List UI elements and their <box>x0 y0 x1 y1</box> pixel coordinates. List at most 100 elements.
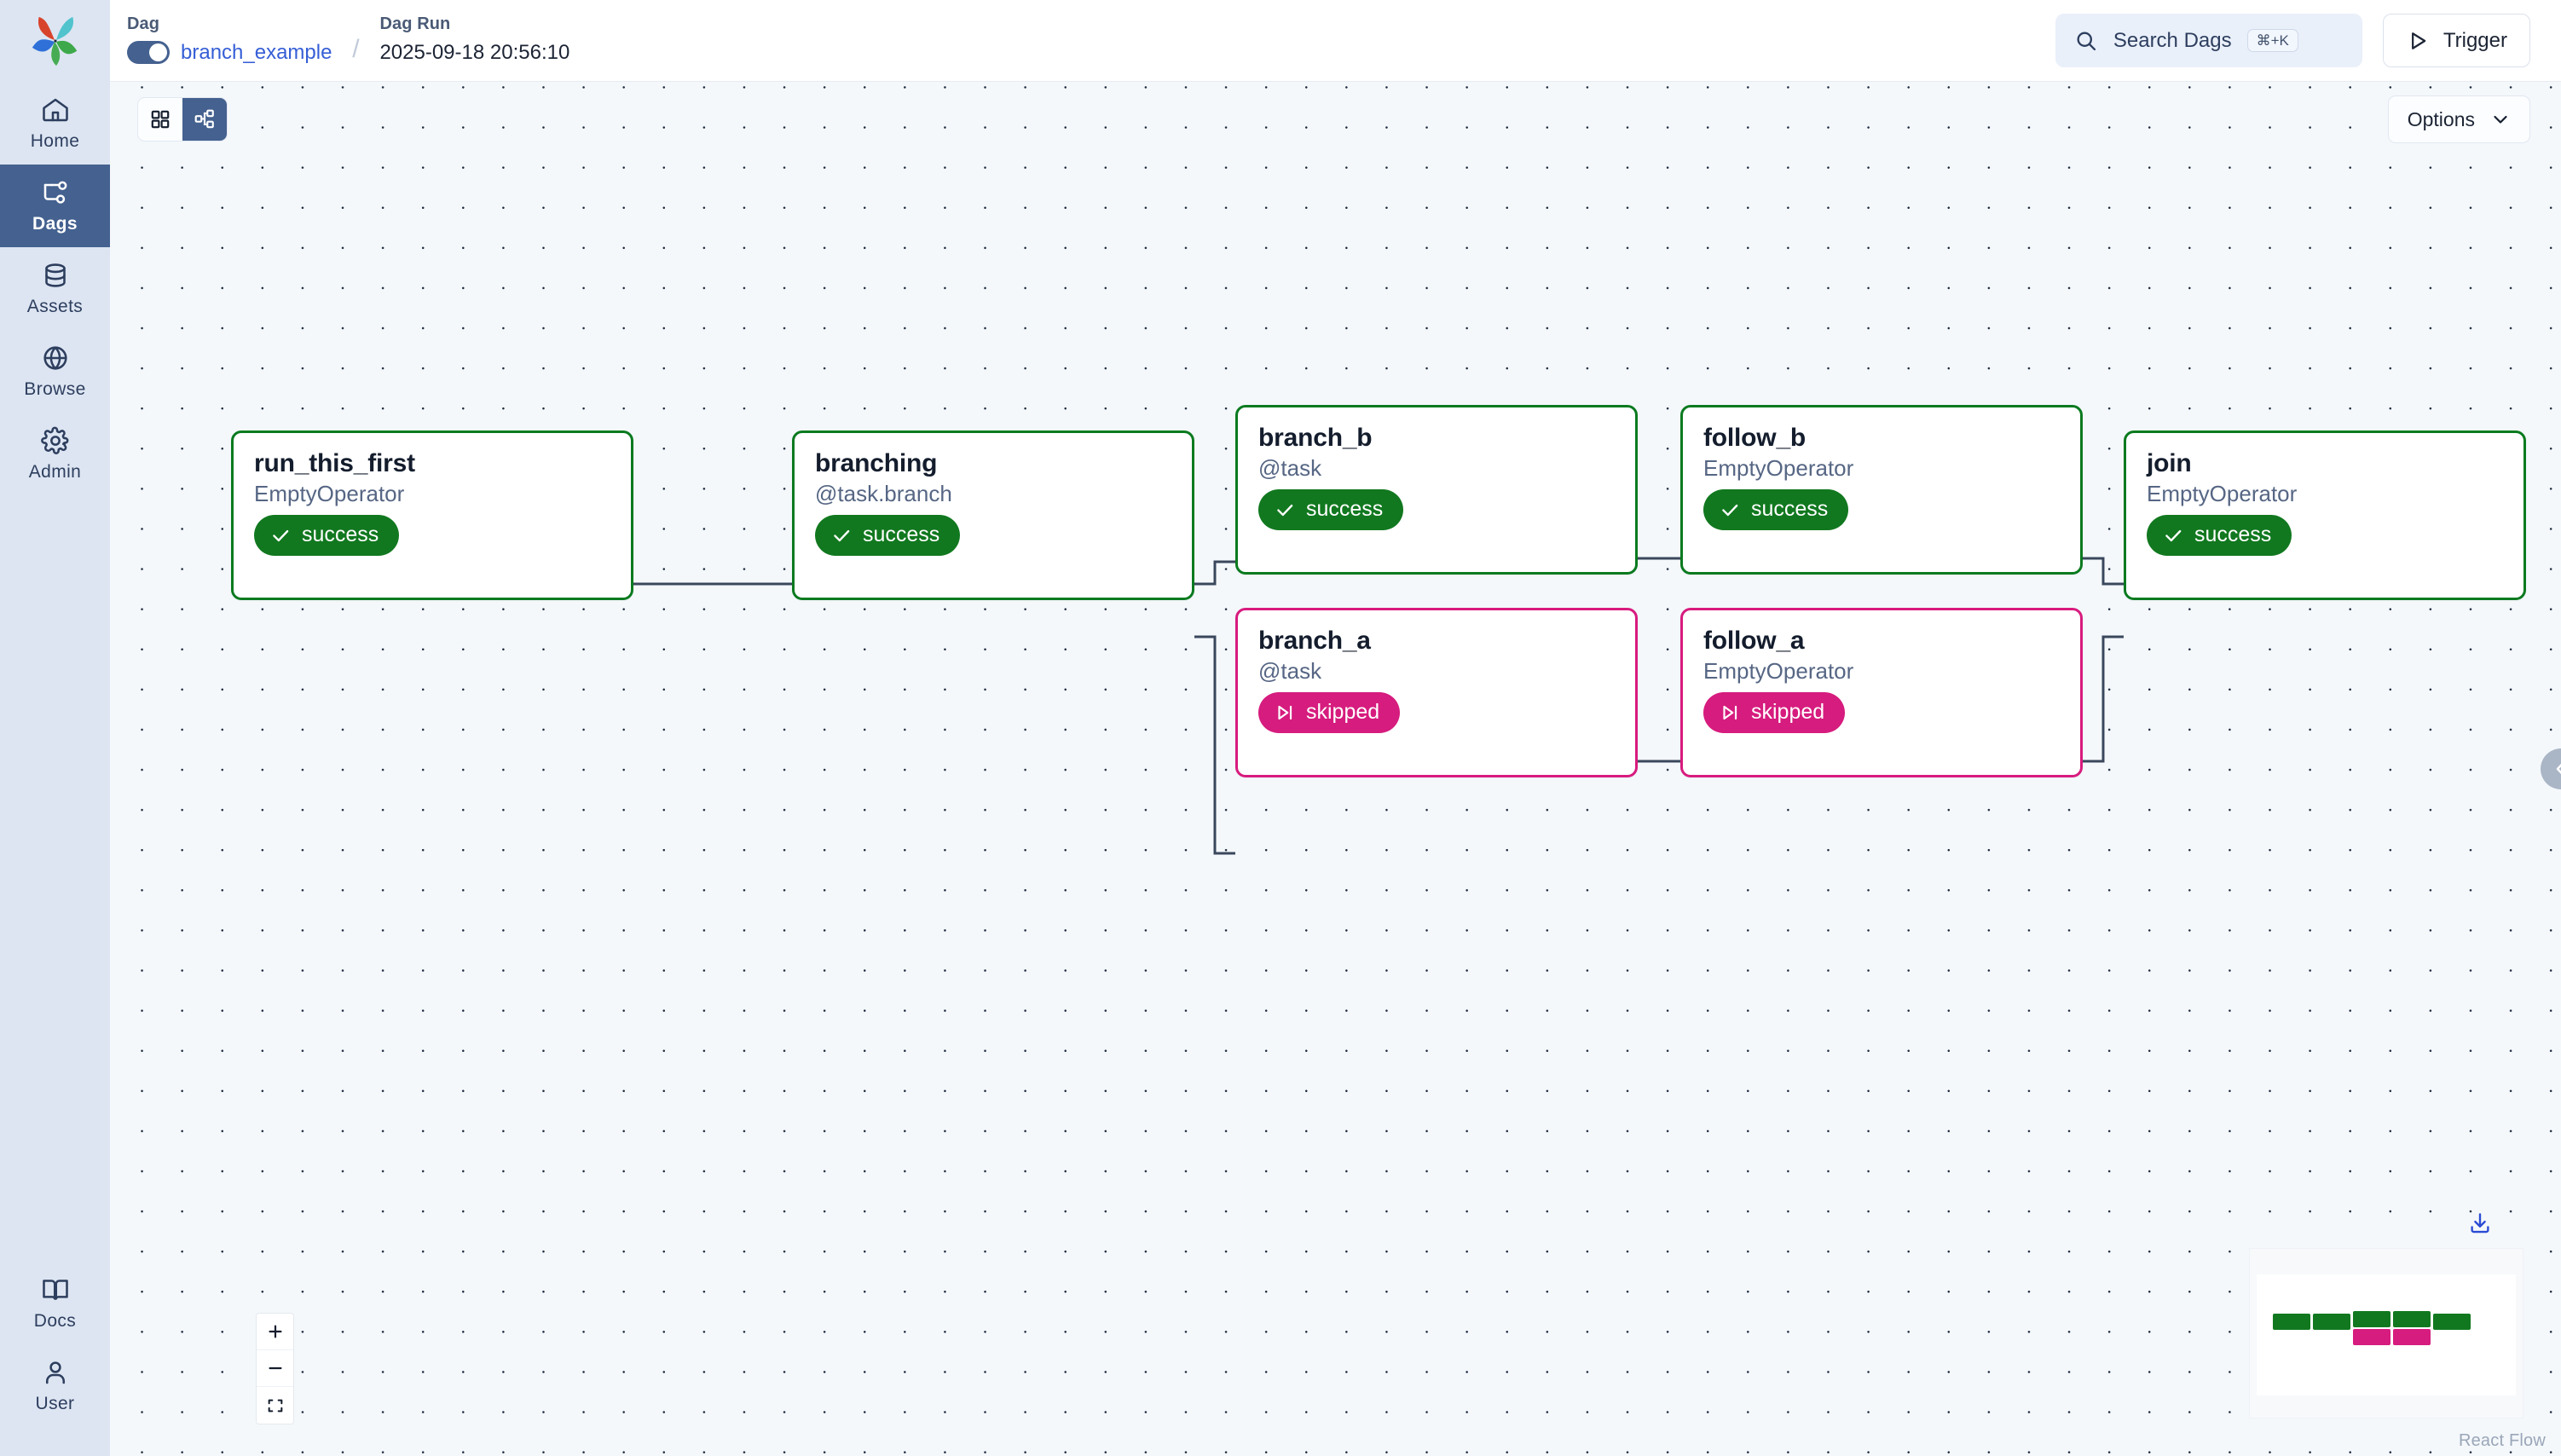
status-badge: success <box>2147 514 2292 556</box>
node-title: join <box>2147 449 2192 477</box>
status-badge: skipped <box>1258 691 1401 733</box>
minimap-node <box>2313 1314 2350 1330</box>
sidebar-item-dags[interactable]: Dags <box>0 165 110 247</box>
status-badge-label: success <box>1306 497 1384 522</box>
chevron-left-icon <box>2551 759 2561 779</box>
status-badge: success <box>254 514 400 556</box>
status-badge-label: success <box>863 523 940 547</box>
sidebar-item-home[interactable]: Home <box>0 82 110 165</box>
zoom-in-button[interactable] <box>257 1314 293 1350</box>
breadcrumb-dag-run: Dag Run 2025-09-18 20:56:10 <box>379 14 569 67</box>
graph-node-join[interactable]: join EmptyOperator success <box>2124 430 2526 600</box>
search-dags-button[interactable]: Search Dags ⌘+K <box>2055 14 2362 67</box>
minimap-node <box>2433 1314 2471 1330</box>
main-area: Dag branch_example / Dag Run 2025-09-18 … <box>110 0 2561 1456</box>
node-title: follow_b <box>1703 424 1807 452</box>
zoom-controls <box>257 1314 293 1424</box>
graph-node-follow_b[interactable]: follow_b EmptyOperator success <box>1680 405 2083 575</box>
breadcrumb-separator: / <box>352 34 360 63</box>
status-badge-label: success <box>2194 523 2272 547</box>
edge-follow_b-join <box>2083 557 2124 586</box>
trigger-button[interactable]: Trigger <box>2382 14 2530 67</box>
sidebar-item-label: User <box>35 1394 75 1413</box>
database-icon <box>40 260 71 291</box>
view-mode-switcher <box>137 97 228 142</box>
node-title: branching <box>815 449 938 477</box>
header-bar: Dag branch_example / Dag Run 2025-09-18 … <box>110 0 2561 82</box>
node-operator-type: EmptyOperator <box>254 481 405 507</box>
status-badge: success <box>815 514 961 556</box>
home-icon <box>40 95 71 125</box>
graph-node-follow_a[interactable]: follow_a EmptyOperator skipped <box>1680 608 2083 777</box>
options-label: Options <box>2407 107 2475 130</box>
minimap-node <box>2273 1314 2310 1330</box>
sidebar-item-admin[interactable]: Admin <box>0 413 110 495</box>
dag-pause-toggle[interactable] <box>127 41 170 64</box>
globe-icon <box>40 343 71 373</box>
play-icon <box>2406 29 2430 53</box>
react-flow-credit: React Flow <box>2458 1431 2546 1450</box>
dag-label: Dag <box>127 14 160 33</box>
edge-branching-branch_a <box>1194 635 1235 855</box>
node-operator-type: EmptyOperator <box>1703 455 1854 482</box>
dag-icon <box>40 177 71 208</box>
status-badge-label: skipped <box>1306 700 1380 725</box>
graph-toolbar: Options <box>110 82 2561 157</box>
search-label: Search Dags <box>2113 28 2232 52</box>
sidebar-item-user[interactable]: User <box>0 1344 110 1427</box>
grid-icon <box>149 108 171 130</box>
zoom-out-button[interactable] <box>257 1350 293 1387</box>
minimap-node <box>2393 1329 2431 1345</box>
plus-icon <box>266 1322 285 1341</box>
sidebar-nav-top: Home Dags <box>0 82 110 495</box>
graph-view-button[interactable] <box>182 98 227 141</box>
skip-icon <box>1719 702 1741 724</box>
trigger-label: Trigger <box>2442 28 2507 52</box>
edge-branching-branch_b <box>1194 560 1235 586</box>
sidebar-item-label: Admin <box>28 462 82 482</box>
edge-follow_a-join <box>2083 635 2124 763</box>
breadcrumb-dag: Dag branch_example <box>127 14 332 67</box>
minimap[interactable] <box>2249 1248 2523 1418</box>
options-button[interactable]: Options <box>2387 95 2530 143</box>
node-operator-type: EmptyOperator <box>1703 658 1854 685</box>
grid-view-button[interactable] <box>138 98 182 141</box>
fit-view-button[interactable] <box>257 1387 293 1424</box>
search-shortcut: ⌘+K <box>2246 29 2298 52</box>
airflow-logo[interactable] <box>0 0 110 82</box>
minus-icon <box>266 1359 285 1378</box>
panel-collapse-handle[interactable] <box>2541 748 2561 789</box>
dag-name-link[interactable]: branch_example <box>181 40 332 64</box>
dag-run-value: 2025-09-18 20:56:10 <box>379 40 570 64</box>
gear-icon <box>40 425 71 456</box>
node-title: branch_b <box>1258 424 1373 452</box>
node-title: follow_a <box>1703 627 1805 655</box>
graph-node-run_this_first[interactable]: run_this_first EmptyOperator success <box>231 430 633 600</box>
node-operator-type: EmptyOperator <box>2147 481 2298 507</box>
download-graph-button[interactable] <box>2467 1210 2493 1236</box>
graph-canvas[interactable]: run_this_first EmptyOperator success bra… <box>110 82 2561 1456</box>
dag-run-label: Dag Run <box>379 14 451 33</box>
sidebar-item-label: Browse <box>24 379 86 399</box>
node-operator-type: @task <box>1258 658 1322 685</box>
status-badge: skipped <box>1703 691 1846 733</box>
graph-node-branching[interactable]: branching @task.branch success <box>792 430 1194 600</box>
sidebar-item-docs[interactable]: Docs <box>0 1262 110 1344</box>
header-actions: Search Dags ⌘+K Trigger <box>2055 14 2530 67</box>
node-operator-type: @task <box>1258 455 1322 482</box>
status-badge-label: success <box>302 523 379 547</box>
sidebar-item-label: Assets <box>26 297 84 316</box>
node-operator-type: @task.branch <box>815 481 952 507</box>
graph-node-branch_a[interactable]: branch_a @task skipped <box>1235 608 1638 777</box>
graph-icon <box>194 108 216 130</box>
sidebar-item-label: Docs <box>33 1311 77 1331</box>
sidebar-item-assets[interactable]: Assets <box>0 247 110 330</box>
sidebar: Home Dags <box>0 0 110 1456</box>
node-title: branch_a <box>1258 627 1371 655</box>
minimap-node <box>2353 1329 2390 1345</box>
book-icon <box>40 1274 71 1305</box>
status-badge: success <box>1258 488 1404 530</box>
sidebar-item-browse[interactable]: Browse <box>0 330 110 413</box>
sidebar-item-label: Dags <box>32 214 78 234</box>
graph-node-branch_b[interactable]: branch_b @task success <box>1235 405 1638 575</box>
